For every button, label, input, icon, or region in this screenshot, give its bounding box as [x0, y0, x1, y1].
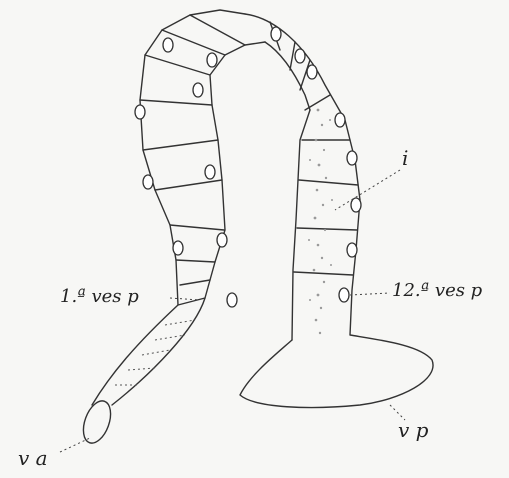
leader-ves-12 [350, 293, 390, 295]
vesicle [207, 53, 217, 67]
segment-line [145, 55, 210, 75]
segment-line [294, 272, 353, 275]
segment-line [140, 100, 212, 105]
label-posterior-vesicle: v p [398, 420, 428, 440]
anterior-vesicle [78, 397, 116, 447]
leader-ves-1 [170, 298, 200, 300]
segment-line [155, 180, 222, 190]
tail-segment-dotted [128, 368, 155, 370]
segment-line [170, 225, 224, 230]
vesicle [163, 38, 173, 52]
segment-line [180, 280, 210, 285]
vesicle [271, 27, 281, 41]
vesicle [205, 165, 215, 179]
leader-lines [60, 170, 405, 452]
vesicle [193, 83, 203, 97]
segment-line [190, 15, 245, 45]
vesicle [173, 241, 183, 255]
lateral-vesicles [135, 27, 361, 307]
vesicle [351, 198, 361, 212]
tail-segment-dotted [142, 350, 170, 355]
leader-i [335, 170, 400, 210]
label-intestine: i [402, 148, 408, 168]
segment-line [297, 228, 357, 230]
segment-line [299, 180, 358, 185]
vesicle [135, 105, 145, 119]
vesicle [227, 293, 237, 307]
vesicle [347, 243, 357, 257]
segment-line [176, 260, 215, 262]
vesicle [307, 65, 317, 79]
right-arm-outline-inner [292, 110, 310, 340]
segment-line [305, 95, 330, 110]
intestine-stipple [308, 109, 333, 335]
anterior-tail-outline [92, 298, 205, 405]
vesicle [347, 151, 357, 165]
vesicle [217, 233, 227, 247]
vesicle [339, 288, 349, 302]
segment-line [143, 140, 218, 150]
vesicle [143, 175, 153, 189]
vesicle [295, 49, 305, 63]
segment-line [290, 42, 295, 70]
label-anterior-vesicle: v a [18, 448, 48, 468]
label-first-vesicle: 1.ª ves p [60, 288, 139, 306]
label-twelfth-vesicle: 12.ª ves p [392, 282, 482, 300]
vesicle [335, 113, 345, 127]
tail-segment-dotted [165, 320, 195, 325]
